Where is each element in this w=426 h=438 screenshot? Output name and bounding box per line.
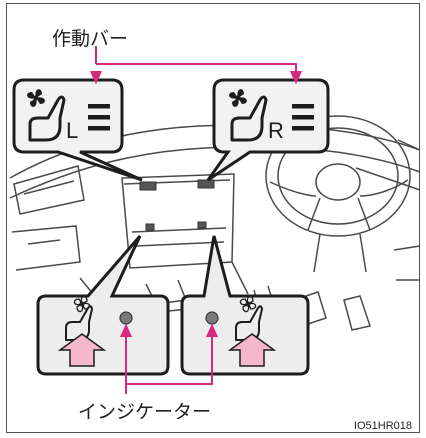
indicator-lamp-icon [205, 311, 219, 325]
fan-icon [239, 295, 257, 313]
indicator-lamp-icon [119, 311, 133, 325]
pointer-operation-bar [89, 46, 303, 85]
operation-bar-right[interactable] [197, 179, 215, 189]
control-panel [139, 179, 215, 231]
indicator-left-marker [145, 223, 155, 231]
operation-bar-label: 作動バー [52, 28, 129, 50]
fan-icon [229, 89, 247, 107]
callout-right-letter: R [268, 118, 284, 143]
level-bars-icon [88, 104, 110, 131]
indicator-right-marker [197, 221, 207, 229]
indicator-label: インジケーター [78, 401, 212, 423]
callout-bottom-left [36, 235, 170, 376]
fan-icon [27, 89, 45, 107]
press-arrow-icon [57, 333, 107, 367]
figure-frame [6, 3, 420, 433]
seat-fan-icon [28, 95, 66, 142]
figure-code: IO51HR018 [353, 420, 412, 432]
level-bars-icon [292, 104, 314, 131]
operation-bar-left[interactable] [139, 181, 157, 191]
pointer-indicator [119, 323, 219, 394]
callout-left-letter: L [66, 118, 78, 143]
press-arrow-icon [227, 333, 277, 367]
seat-fan-icon [230, 95, 268, 142]
